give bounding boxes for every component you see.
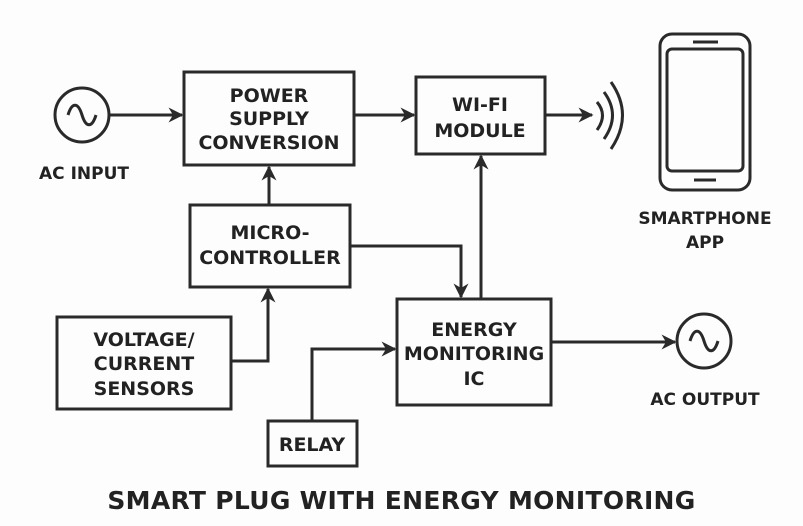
power-supply-line-3: CONVERSION (198, 132, 339, 154)
arrow-sensors-to-micro (231, 287, 276, 363)
ac-output-sine-icon (688, 329, 720, 353)
smartphone-icon: SMARTPHONE APP (638, 32, 772, 253)
microcontroller-box: MICRO- CONTROLLER (188, 203, 352, 289)
energy-ic-line-3: IC (463, 368, 484, 390)
diagram-title: SMART PLUG WITH ENERGY MONITORING (107, 486, 696, 515)
energy-ic-line-2: MONITORING (404, 343, 544, 365)
smartphone-label-line-1: SMARTPHONE (638, 209, 771, 229)
power-supply-line-1: POWER (230, 85, 309, 107)
sensors-line-3: SENSORS (94, 378, 195, 400)
ac-output-circle (675, 312, 733, 370)
wireless-signal-icon (595, 81, 624, 150)
wifi-module-box: WI-FI MODULE (414, 75, 547, 156)
microcontroller-line-2: CONTROLLER (199, 247, 341, 269)
ac-input-label: AC INPUT (39, 164, 129, 184)
relay-label: RELAY (279, 434, 346, 456)
power-supply-conversion-box: POWER SUPPLY CONVERSION (182, 70, 356, 167)
relay-box: RELAY (266, 419, 359, 468)
ac-input-node: AC INPUT (39, 86, 129, 184)
energy-monitoring-ic-box: ENERGY MONITORING IC (395, 297, 553, 407)
power-supply-line-2: SUPPLY (229, 108, 309, 130)
microcontroller-line-1: MICRO- (231, 222, 310, 244)
voltage-current-sensors-box: VOLTAGE/ CURRENT SENSORS (55, 315, 233, 411)
sensors-line-1: VOLTAGE/ (93, 329, 194, 351)
ac-input-sine-icon (66, 103, 98, 127)
ac-output-label: AC OUTPUT (650, 390, 760, 410)
wifi-module-line-2: MODULE (434, 120, 525, 142)
arrow-micro-to-energy-ic (350, 244, 469, 299)
smartphone-label-line-2: APP (686, 233, 724, 253)
wifi-module-line-1: WI-FI (452, 94, 508, 116)
ac-output-node: AC OUTPUT (650, 312, 760, 410)
energy-ic-line-1: ENERGY (431, 319, 517, 341)
arrow-relay-to-energy-ic (310, 341, 397, 421)
sensors-line-2: CURRENT (94, 353, 195, 375)
